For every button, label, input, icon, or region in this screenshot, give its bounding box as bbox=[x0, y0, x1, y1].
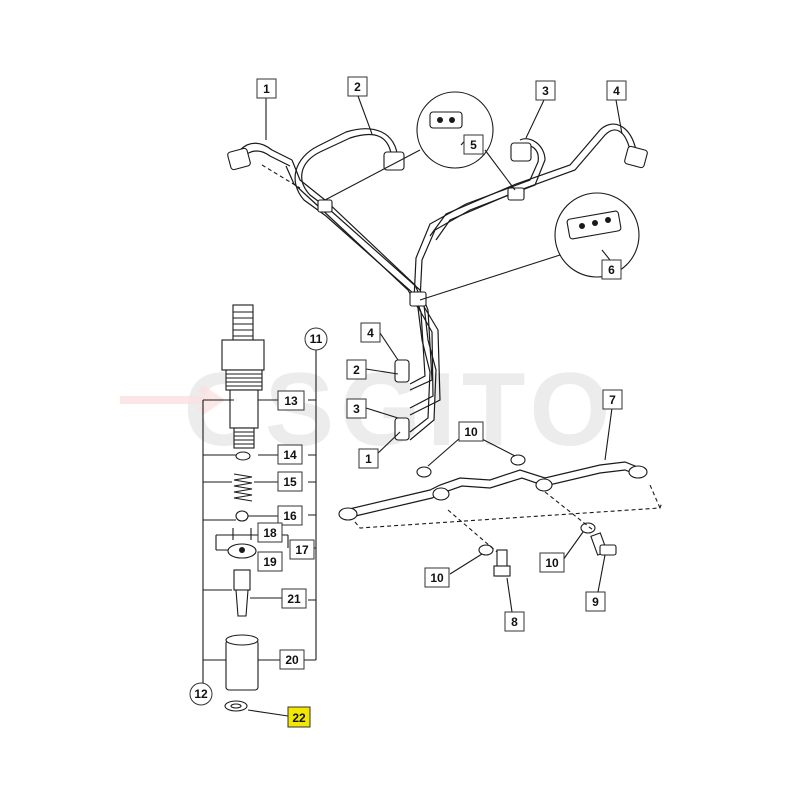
leak-off-return-line bbox=[338, 407, 663, 613]
svg-text:11: 11 bbox=[310, 332, 323, 346]
svg-text:2: 2 bbox=[353, 363, 360, 377]
callout-4-left: 4 bbox=[360, 322, 381, 343]
top-leaders bbox=[265, 95, 623, 456]
callout-5: 5 bbox=[463, 134, 484, 155]
callout-4-top: 4 bbox=[606, 80, 627, 101]
callout-10-right: 10 bbox=[539, 552, 565, 573]
svg-text:10: 10 bbox=[464, 425, 478, 439]
callout-9: 9 bbox=[585, 591, 606, 612]
callout-11: 11 bbox=[304, 327, 328, 351]
svg-text:15: 15 bbox=[283, 475, 297, 489]
svg-text:8: 8 bbox=[511, 615, 518, 629]
callout-18: 18 bbox=[257, 522, 283, 543]
svg-text:10: 10 bbox=[430, 571, 444, 585]
callout-1-left: 1 bbox=[358, 448, 379, 469]
svg-text:12: 12 bbox=[194, 687, 208, 701]
svg-text:3: 3 bbox=[542, 84, 549, 98]
svg-text:1: 1 bbox=[263, 82, 270, 96]
svg-text:20: 20 bbox=[285, 653, 299, 667]
svg-text:5: 5 bbox=[470, 138, 477, 152]
callout-3-top: 3 bbox=[535, 80, 556, 101]
svg-text:21: 21 bbox=[287, 592, 301, 606]
callout-7: 7 bbox=[602, 389, 623, 410]
callout-12: 12 bbox=[189, 682, 213, 706]
callout-22-highlighted: 22 bbox=[287, 706, 311, 728]
callout-1-top: 1 bbox=[256, 78, 277, 99]
svg-text:2: 2 bbox=[354, 80, 361, 94]
callout-8: 8 bbox=[504, 611, 525, 632]
callout-10-top: 10 bbox=[458, 421, 484, 442]
svg-text:4: 4 bbox=[613, 84, 620, 98]
svg-text:4: 4 bbox=[367, 326, 374, 340]
svg-text:1: 1 bbox=[365, 452, 372, 466]
svg-text:14: 14 bbox=[283, 448, 297, 462]
callout-13: 13 bbox=[277, 390, 305, 411]
callout-6: 6 bbox=[601, 259, 622, 280]
svg-text:3: 3 bbox=[353, 402, 360, 416]
svg-text:18: 18 bbox=[263, 526, 277, 540]
callout-17: 17 bbox=[289, 539, 315, 560]
svg-text:6: 6 bbox=[608, 263, 615, 277]
svg-text:17: 17 bbox=[295, 543, 309, 557]
callout-3-left: 3 bbox=[346, 398, 367, 419]
callout-21: 21 bbox=[281, 588, 307, 609]
injector-assembly bbox=[202, 304, 317, 717]
svg-text:13: 13 bbox=[284, 394, 298, 408]
svg-text:9: 9 bbox=[592, 595, 599, 609]
svg-text:7: 7 bbox=[609, 393, 616, 407]
callout-15: 15 bbox=[277, 471, 303, 492]
svg-text:10: 10 bbox=[545, 556, 559, 570]
callout-19: 19 bbox=[257, 551, 283, 572]
callout-14: 14 bbox=[277, 444, 303, 465]
callout-20: 20 bbox=[279, 649, 305, 670]
callout-10-left: 10 bbox=[424, 567, 450, 588]
svg-text:19: 19 bbox=[263, 555, 277, 569]
callout-16: 16 bbox=[277, 505, 303, 526]
svg-text:22: 22 bbox=[292, 711, 306, 725]
callout-2-left: 2 bbox=[346, 359, 367, 380]
callout-2-top: 2 bbox=[347, 76, 368, 97]
svg-text:16: 16 bbox=[283, 509, 297, 523]
